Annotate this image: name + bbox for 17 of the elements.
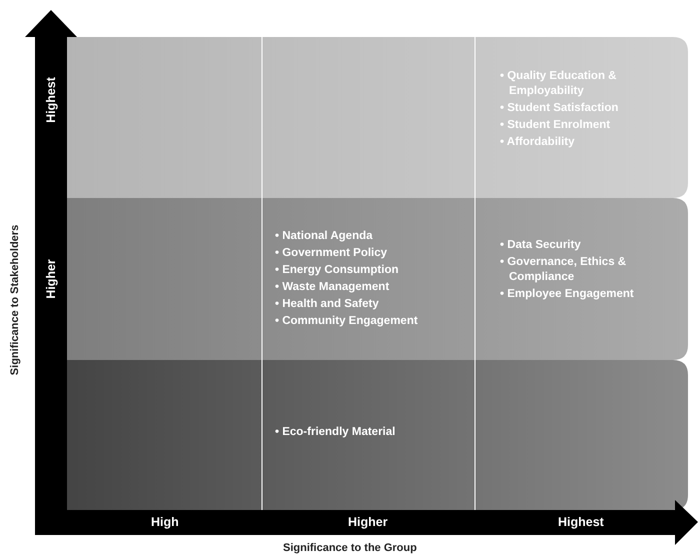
list-item: • Employee Engagement <box>500 287 634 302</box>
list-item: • Energy Consumption <box>275 263 399 278</box>
list-item: • Government Policy <box>275 246 388 261</box>
tick-label: Highest <box>558 515 604 529</box>
list-item: • National Agenda <box>275 229 373 244</box>
list-item: • Health and Safety <box>275 297 379 312</box>
tick-label: Higher <box>348 515 388 529</box>
list-item: • Eco-friendly Material <box>275 425 396 440</box>
axis-title: Significance to the Group <box>283 542 417 554</box>
list-item: • Data Security <box>500 238 581 253</box>
list-item: • Community Engagement <box>275 314 418 329</box>
tick-label: High <box>151 515 179 529</box>
list-item: • Governance, Ethics & Compliance <box>500 255 628 285</box>
list-item: • Waste Management <box>275 280 390 295</box>
tick-label: Higher <box>44 259 58 299</box>
tick-label: Highest <box>44 77 58 123</box>
axis-title: Significance to Stakeholders <box>9 224 22 376</box>
